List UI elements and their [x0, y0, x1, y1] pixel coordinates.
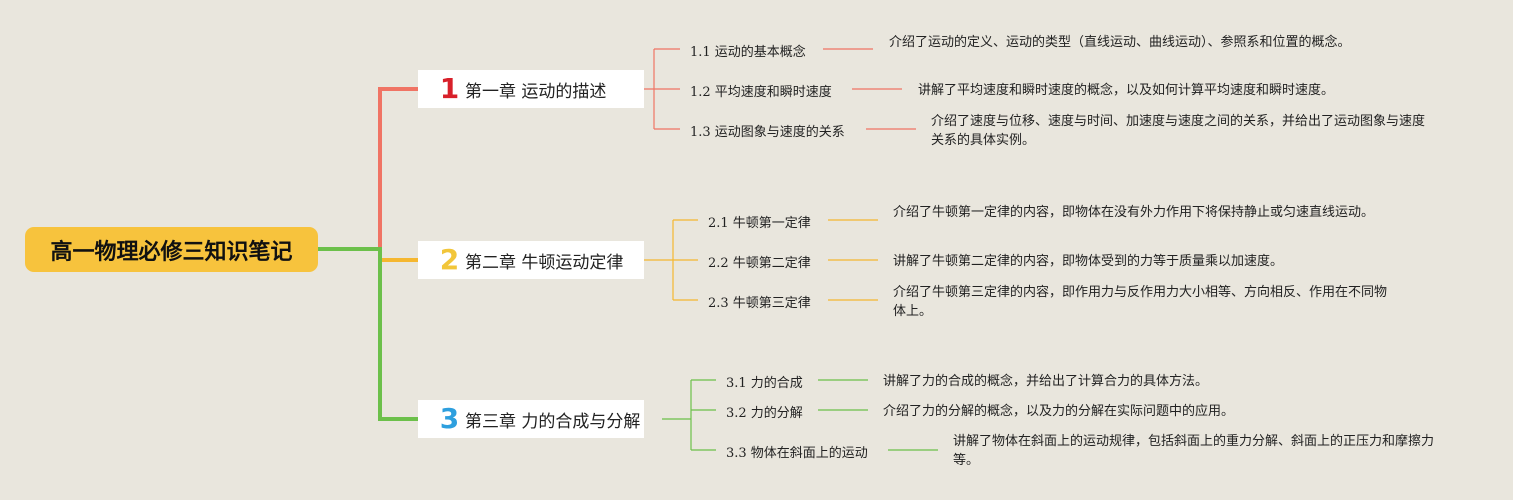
section-1-2-desc: 讲解了平均速度和瞬时速度的概念，以及如何计算平均速度和瞬时速度。	[918, 83, 1335, 98]
section-2-2-desc: 讲解了牛顿第二定律的内容，即物体受到的力等于质量乘以加速度。	[893, 254, 1284, 269]
section-1-3[interactable]: 1.3 运动图象与速度的关系	[690, 125, 845, 140]
section-1-2[interactable]: 1.2 平均速度和瞬时速度	[690, 85, 832, 100]
chapter-2-title: 第二章 牛顿运动定律	[465, 252, 624, 273]
branch-line-3	[318, 247, 418, 421]
chapter-3-node[interactable]: 3 第三章 力的合成与分解	[418, 400, 644, 438]
chapter-3-title: 第三章 力的合成与分解	[465, 411, 641, 432]
section-1-3-desc: 介绍了速度与位移、速度与时间、加速度与速度之间的关系，并给出了运动图象与速度关系…	[931, 114, 1426, 148]
section-2-2[interactable]: 2.2 牛顿第二定律	[708, 256, 811, 271]
section-3-2[interactable]: 3.2 力的分解	[726, 406, 803, 421]
section-3-2-desc: 介绍了力的分解的概念，以及力的分解在实际问题中的应用。	[883, 404, 1235, 419]
branch-line-1	[318, 87, 418, 251]
section-2-3-desc: 介绍了牛顿第三定律的内容，即作用力与反作用力大小相等、方向相反、作用在不同物体上…	[893, 285, 1388, 319]
chapter-2-node[interactable]: 2 第二章 牛顿运动定律	[418, 241, 644, 279]
section-2-1[interactable]: 2.1 牛顿第一定律	[708, 216, 811, 231]
section-3-1-desc: 讲解了力的合成的概念，并给出了计算合力的具体方法。	[883, 374, 1209, 389]
section-2-1-desc: 介绍了牛顿第一定律的内容，即物体在没有外力作用下将保持静止或匀速直线运动。	[893, 205, 1375, 220]
section-2-3[interactable]: 2.3 牛顿第三定律	[708, 296, 811, 311]
section-3-1[interactable]: 3.1 力的合成	[726, 376, 803, 391]
root-topic[interactable]: 高一物理必修三知识笔记	[25, 227, 318, 272]
section-3-3-desc: 讲解了物体在斜面上的运动规律，包括斜面上的重力分解、斜面上的正压力和摩擦力等。	[953, 434, 1435, 468]
section-1-1[interactable]: 1.1 运动的基本概念	[690, 45, 806, 60]
section-3-3[interactable]: 3.3 物体在斜面上的运动	[726, 446, 868, 461]
chapter-2-number: 2	[439, 243, 460, 276]
chapter-1-node[interactable]: 1 第一章 运动的描述	[418, 70, 644, 108]
chapter-1-title: 第一章 运动的描述	[465, 81, 607, 102]
chapter-1-number: 1	[439, 72, 460, 105]
chapter-3-number: 3	[439, 402, 460, 435]
section-1-1-desc: 介绍了运动的定义、运动的类型（直线运动、曲线运动）、参照系和位置的概念。	[889, 35, 1351, 50]
